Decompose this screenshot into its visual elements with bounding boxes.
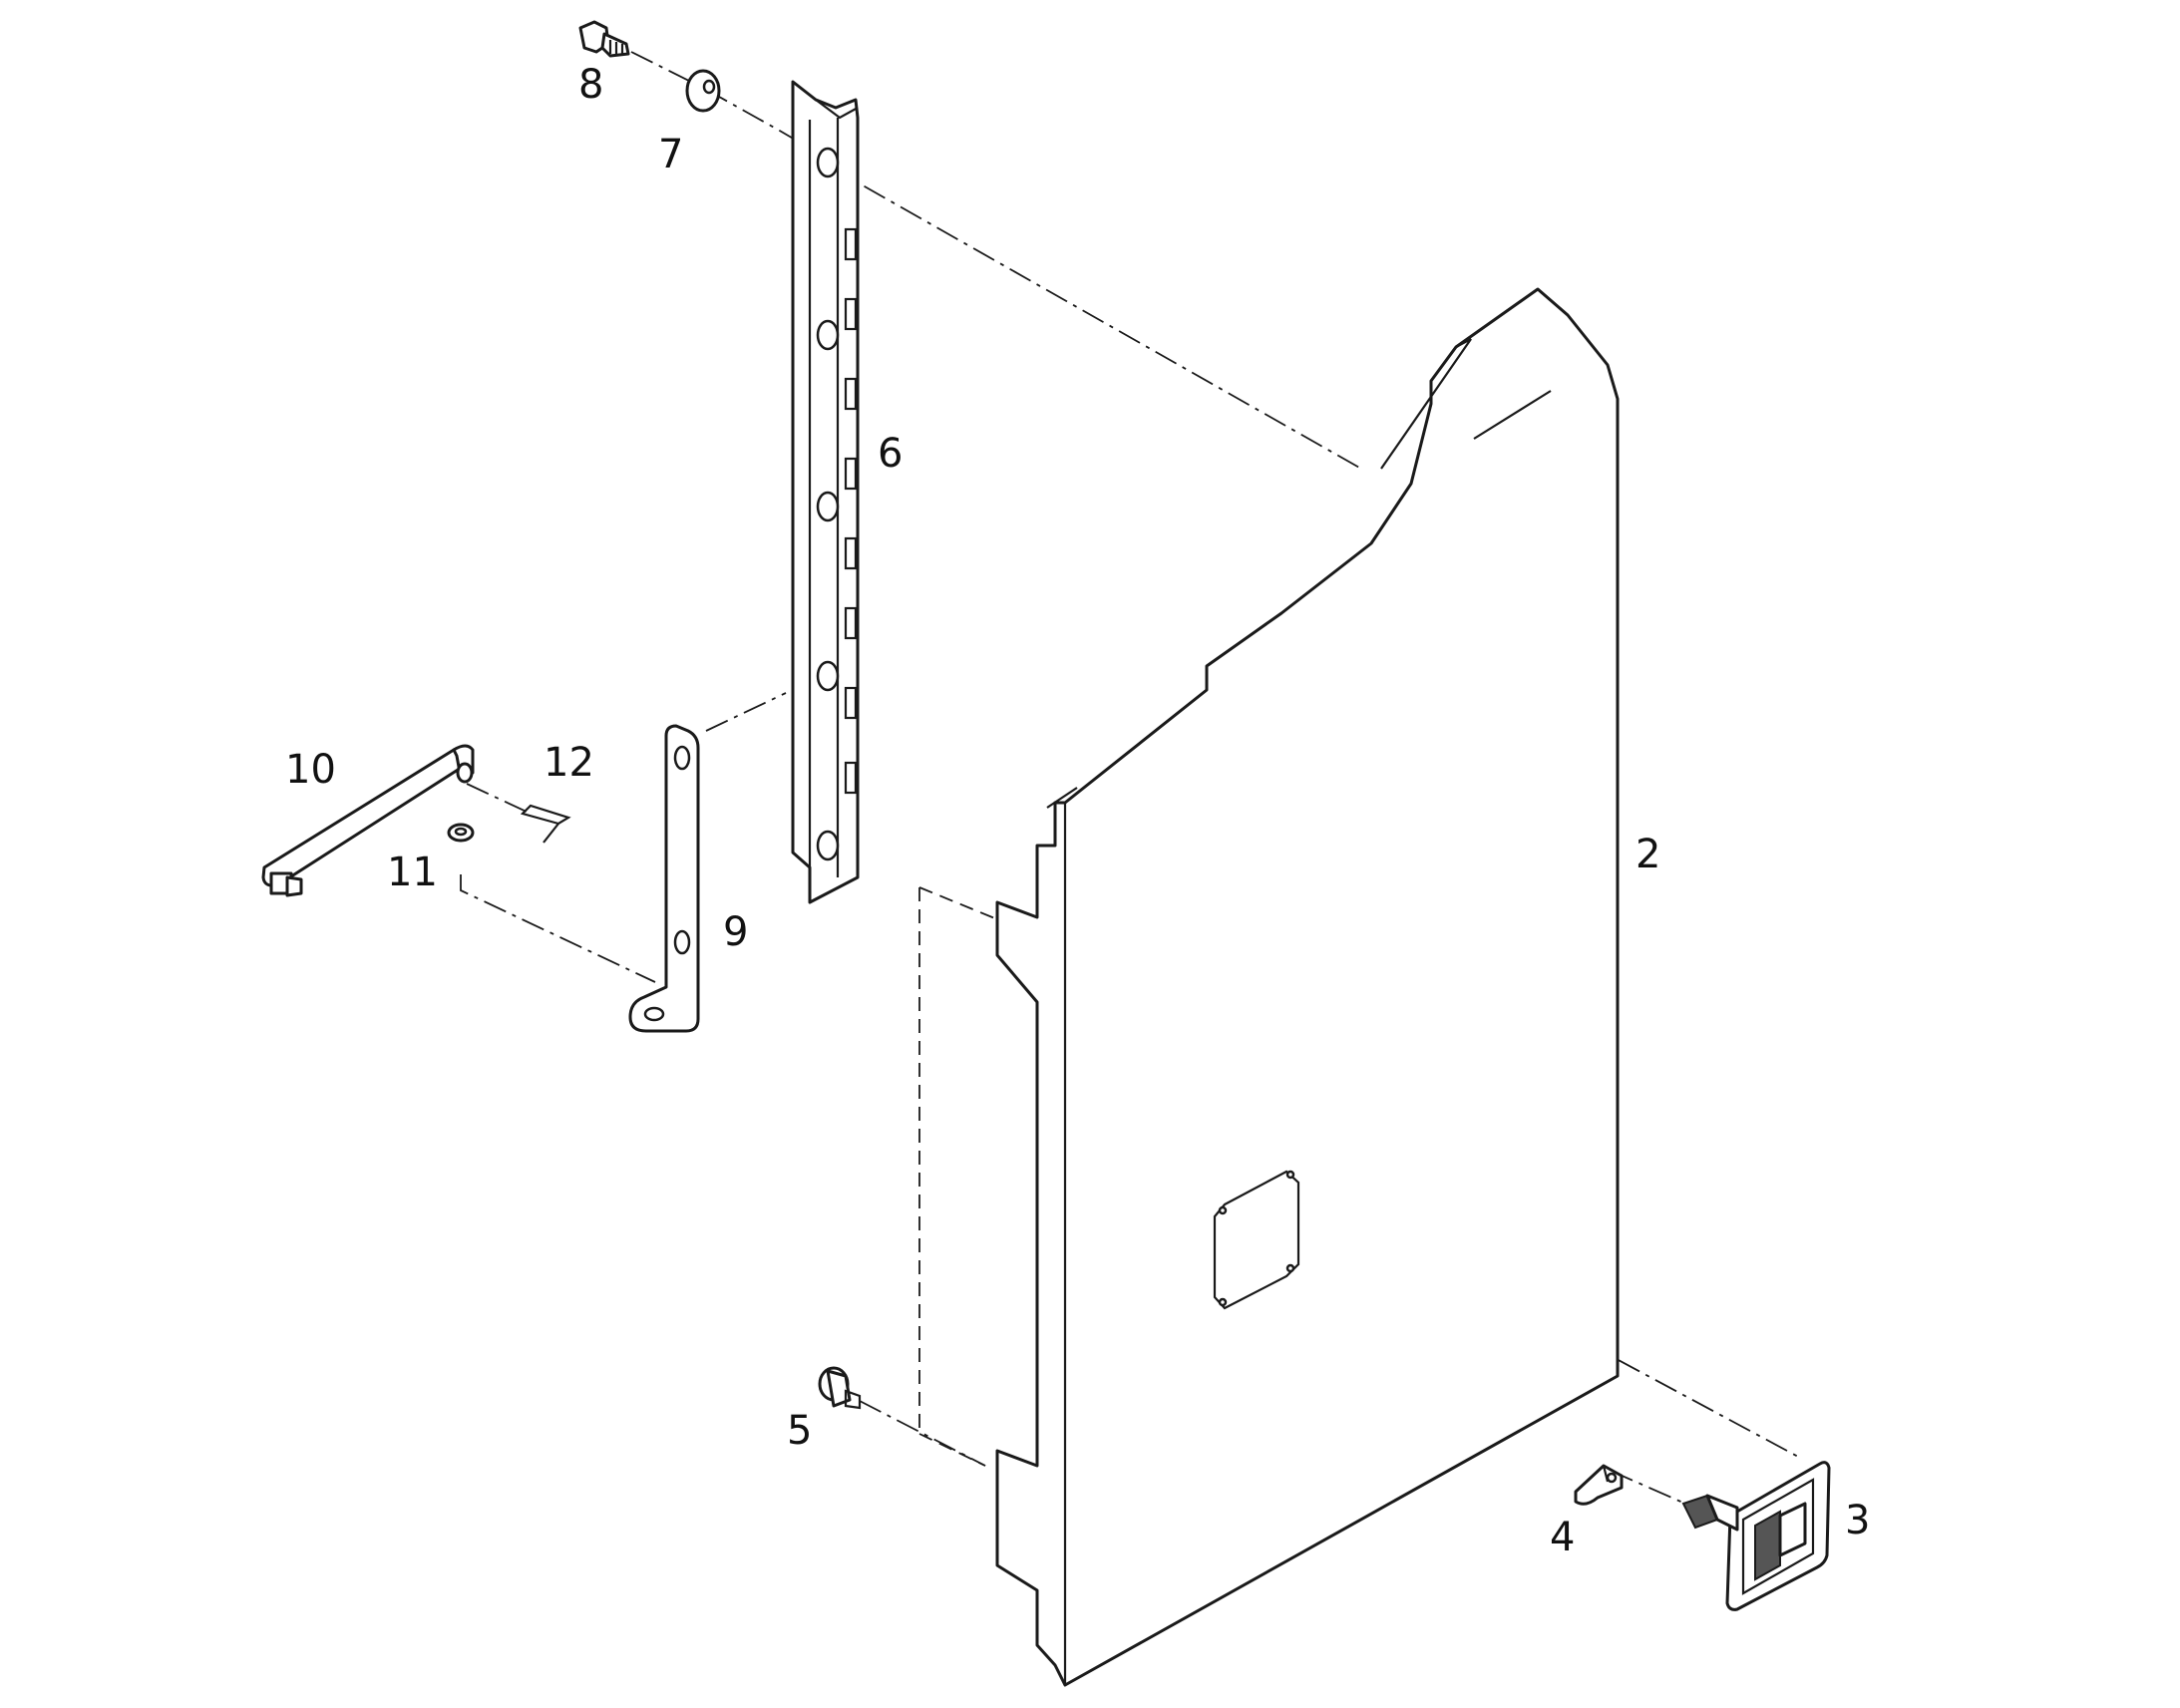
callout-2: 2	[1635, 832, 1660, 877]
part-10-hinge-pin-rod	[261, 744, 475, 897]
part-4-clip	[1574, 1464, 1624, 1506]
part-3-latch-handle	[1681, 1461, 1831, 1611]
part-7-washer	[685, 69, 721, 113]
callout-11: 11	[387, 850, 438, 895]
callout-9: 9	[723, 909, 748, 955]
part-12-cotter-pin	[520, 804, 571, 844]
callout-12: 12	[544, 740, 594, 786]
callout-7: 7	[658, 132, 683, 177]
callout-3: 3	[1845, 1498, 1870, 1543]
part-11-small-washer	[447, 823, 475, 843]
part-9-l-bracket	[628, 724, 700, 1033]
callout-labels: 2 3 4 5 6 7 8 9 10 11 12	[285, 62, 1870, 1560]
part-2-side-cover-panel	[995, 287, 1620, 1687]
part-8-bolt	[578, 20, 630, 58]
panel-opening	[1213, 1170, 1300, 1310]
callout-10: 10	[285, 747, 336, 793]
part-6-hinge-rail	[791, 80, 860, 904]
callout-5: 5	[787, 1408, 812, 1454]
part-5-screw	[818, 1366, 862, 1410]
callout-4: 4	[1550, 1515, 1575, 1560]
callout-6: 6	[878, 431, 903, 477]
callout-8: 8	[578, 62, 603, 108]
